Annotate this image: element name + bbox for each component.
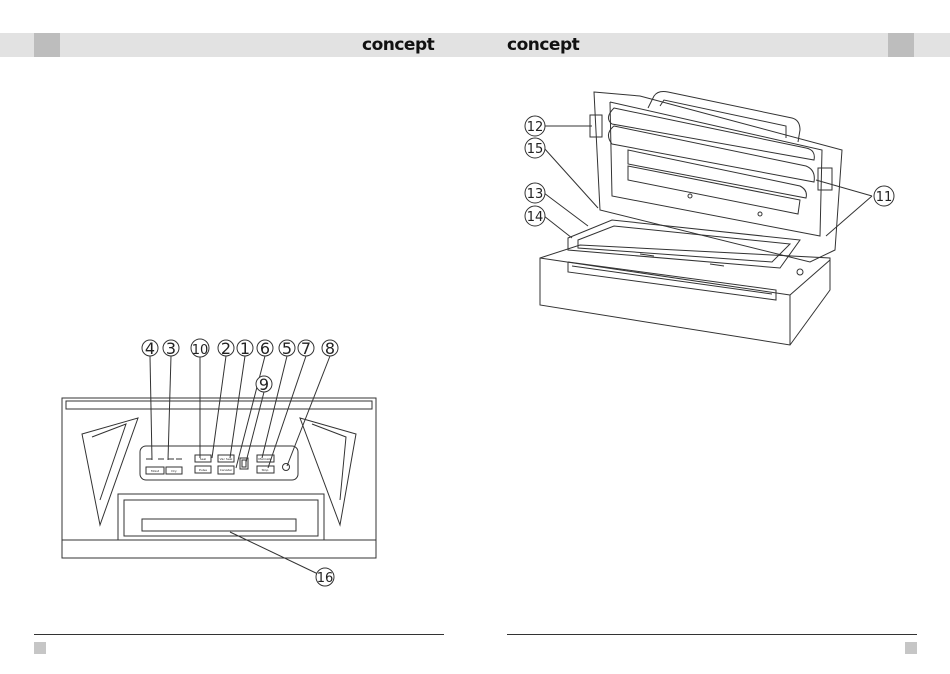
footer-line-left: [34, 634, 444, 635]
lower-gasket: [628, 150, 806, 198]
hinge-right: [818, 168, 832, 190]
callout-14: 14: [527, 210, 544, 225]
footer-line-right: [507, 634, 917, 635]
footer-square-right: [905, 642, 917, 654]
callout-15: 15: [527, 142, 544, 157]
callout-13: 13: [527, 187, 544, 202]
callout-12: 12: [527, 120, 544, 135]
vacuum-chamber: [568, 220, 800, 268]
footer-square-left: [34, 642, 46, 654]
sealing-strip: [568, 262, 776, 300]
callout-11: 11: [876, 190, 893, 205]
